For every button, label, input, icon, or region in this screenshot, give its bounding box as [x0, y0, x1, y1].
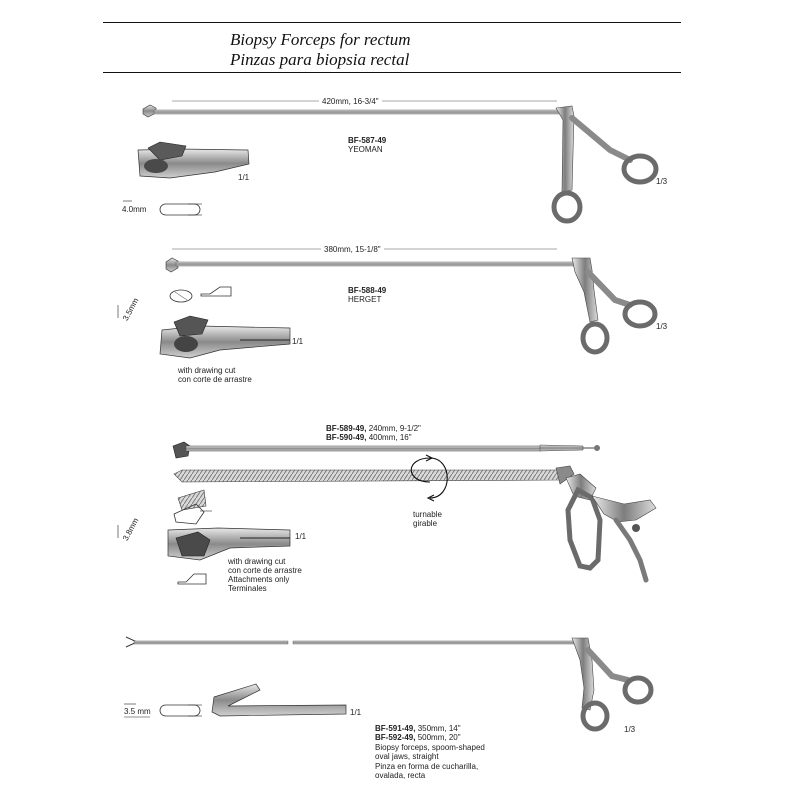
item3-turnable: turnable: [413, 510, 442, 519]
page-title-es: Pinzas para biopsia rectal: [230, 50, 410, 69]
item2-length: 380mm, 15-1/8": [321, 245, 384, 255]
item4-code-b: BF-592-49,: [375, 733, 416, 742]
header-top-rule: [103, 22, 681, 24]
yeoman-forceps-drawing: [123, 100, 659, 224]
item4-jaw-size: 3.5 mm: [124, 707, 151, 716]
item3-length-a: 240mm, 9-1/2": [366, 424, 421, 433]
item2-name: HERGET: [348, 295, 382, 304]
turnable-forceps-drawing: [117, 441, 657, 585]
item2-note-1: with drawing cut: [178, 366, 236, 375]
item3-length-b: 400mm, 16": [366, 433, 412, 442]
item3-code-b: BF-590-49,: [326, 433, 367, 442]
item2-code: BF-588-49: [348, 286, 386, 296]
item3-code-a-line: BF-589-49, 240mm, 9-1/2": [326, 424, 421, 434]
item4-code-a: BF-591-49,: [375, 724, 416, 733]
item1-main-scale: 1/3: [656, 177, 668, 186]
item3-note-3: Attachments only: [228, 575, 290, 584]
item1-name: YEOMAN: [348, 145, 383, 154]
item4-main-scale: 1/3: [624, 725, 636, 734]
item3-detail-scale: 1/1: [295, 532, 307, 541]
item4-code-b-line: BF-592-49, 500mm, 20": [375, 733, 461, 743]
item3-note-2: con corte de arrastre: [228, 566, 302, 575]
item4-desc-4: ovalada, recta: [375, 771, 426, 780]
item1-code: BF-587-49: [348, 136, 386, 146]
item3-note-1: with drawing cut: [228, 557, 286, 566]
item3-code-a: BF-589-49,: [326, 424, 367, 433]
item4-code-a-line: BF-591-49, 350mm, 14": [375, 724, 461, 734]
item1-code-text: BF-587-49: [348, 136, 387, 145]
header-bottom-rule: [103, 72, 681, 74]
item4-desc-1: Biopsy forceps, spoom-shaped: [375, 743, 485, 752]
spoon-forceps-drawing: [124, 636, 654, 732]
item4-desc-3: Pinza en forma de cucharilla,: [375, 762, 479, 771]
item2-main-scale: 1/3: [656, 322, 668, 331]
item2-detail-scale: 1/1: [292, 337, 304, 346]
item1-jaw-size: 4.0mm: [122, 205, 147, 214]
item4-desc-2: oval jaws, straight: [375, 752, 439, 761]
page-title-en: Biopsy Forceps for rectum: [230, 30, 411, 49]
item3-code-b-line: BF-590-49, 400mm, 16": [326, 433, 412, 443]
item1-length: 420mm, 16-3/4": [319, 97, 382, 107]
item3-girable: girable: [413, 519, 438, 528]
item1-detail-scale: 1/1: [238, 173, 250, 182]
item4-length-b: 500mm, 20": [415, 733, 461, 742]
item4-detail-scale: 1/1: [350, 708, 362, 717]
item2-code-text: BF-588-49: [348, 286, 387, 295]
item4-length-a: 350mm, 14": [415, 724, 461, 733]
herget-forceps-drawing: [117, 248, 658, 359]
item3-note-4: Terminales: [228, 584, 267, 593]
item2-note-2: con corte de arrastre: [178, 375, 252, 384]
